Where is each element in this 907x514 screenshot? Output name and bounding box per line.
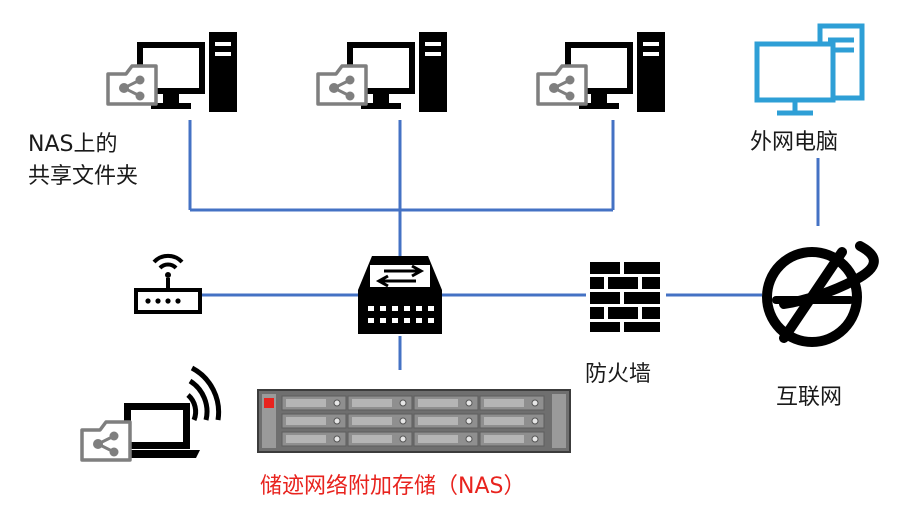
internet-label: 互联网 xyxy=(776,385,843,410)
shared-folder-icon xyxy=(106,64,158,106)
rack-nas-icon xyxy=(257,389,571,453)
nas-device-label: 储迹网络附加存储（NAS） xyxy=(260,474,526,499)
external-pc-label: 外网电脑 xyxy=(750,130,839,155)
internet-globe-icon xyxy=(762,241,879,347)
firewall-label: 防火墙 xyxy=(585,362,652,387)
network-switch-icon xyxy=(358,256,442,334)
wireless-laptop-icon xyxy=(114,365,222,458)
shared-folder-icon xyxy=(316,64,368,106)
firewall-brick-icon xyxy=(590,262,660,332)
shared-folder-icon xyxy=(80,420,132,462)
wifi-router-icon xyxy=(134,253,202,314)
shared-folder-icon xyxy=(536,64,588,106)
shared-folder-label-line1: NAS上的 xyxy=(28,132,118,157)
shared-folder-label-line2: 共享文件夹 xyxy=(28,164,139,189)
external-computer-icon xyxy=(754,23,865,116)
connection-lines xyxy=(188,120,820,370)
